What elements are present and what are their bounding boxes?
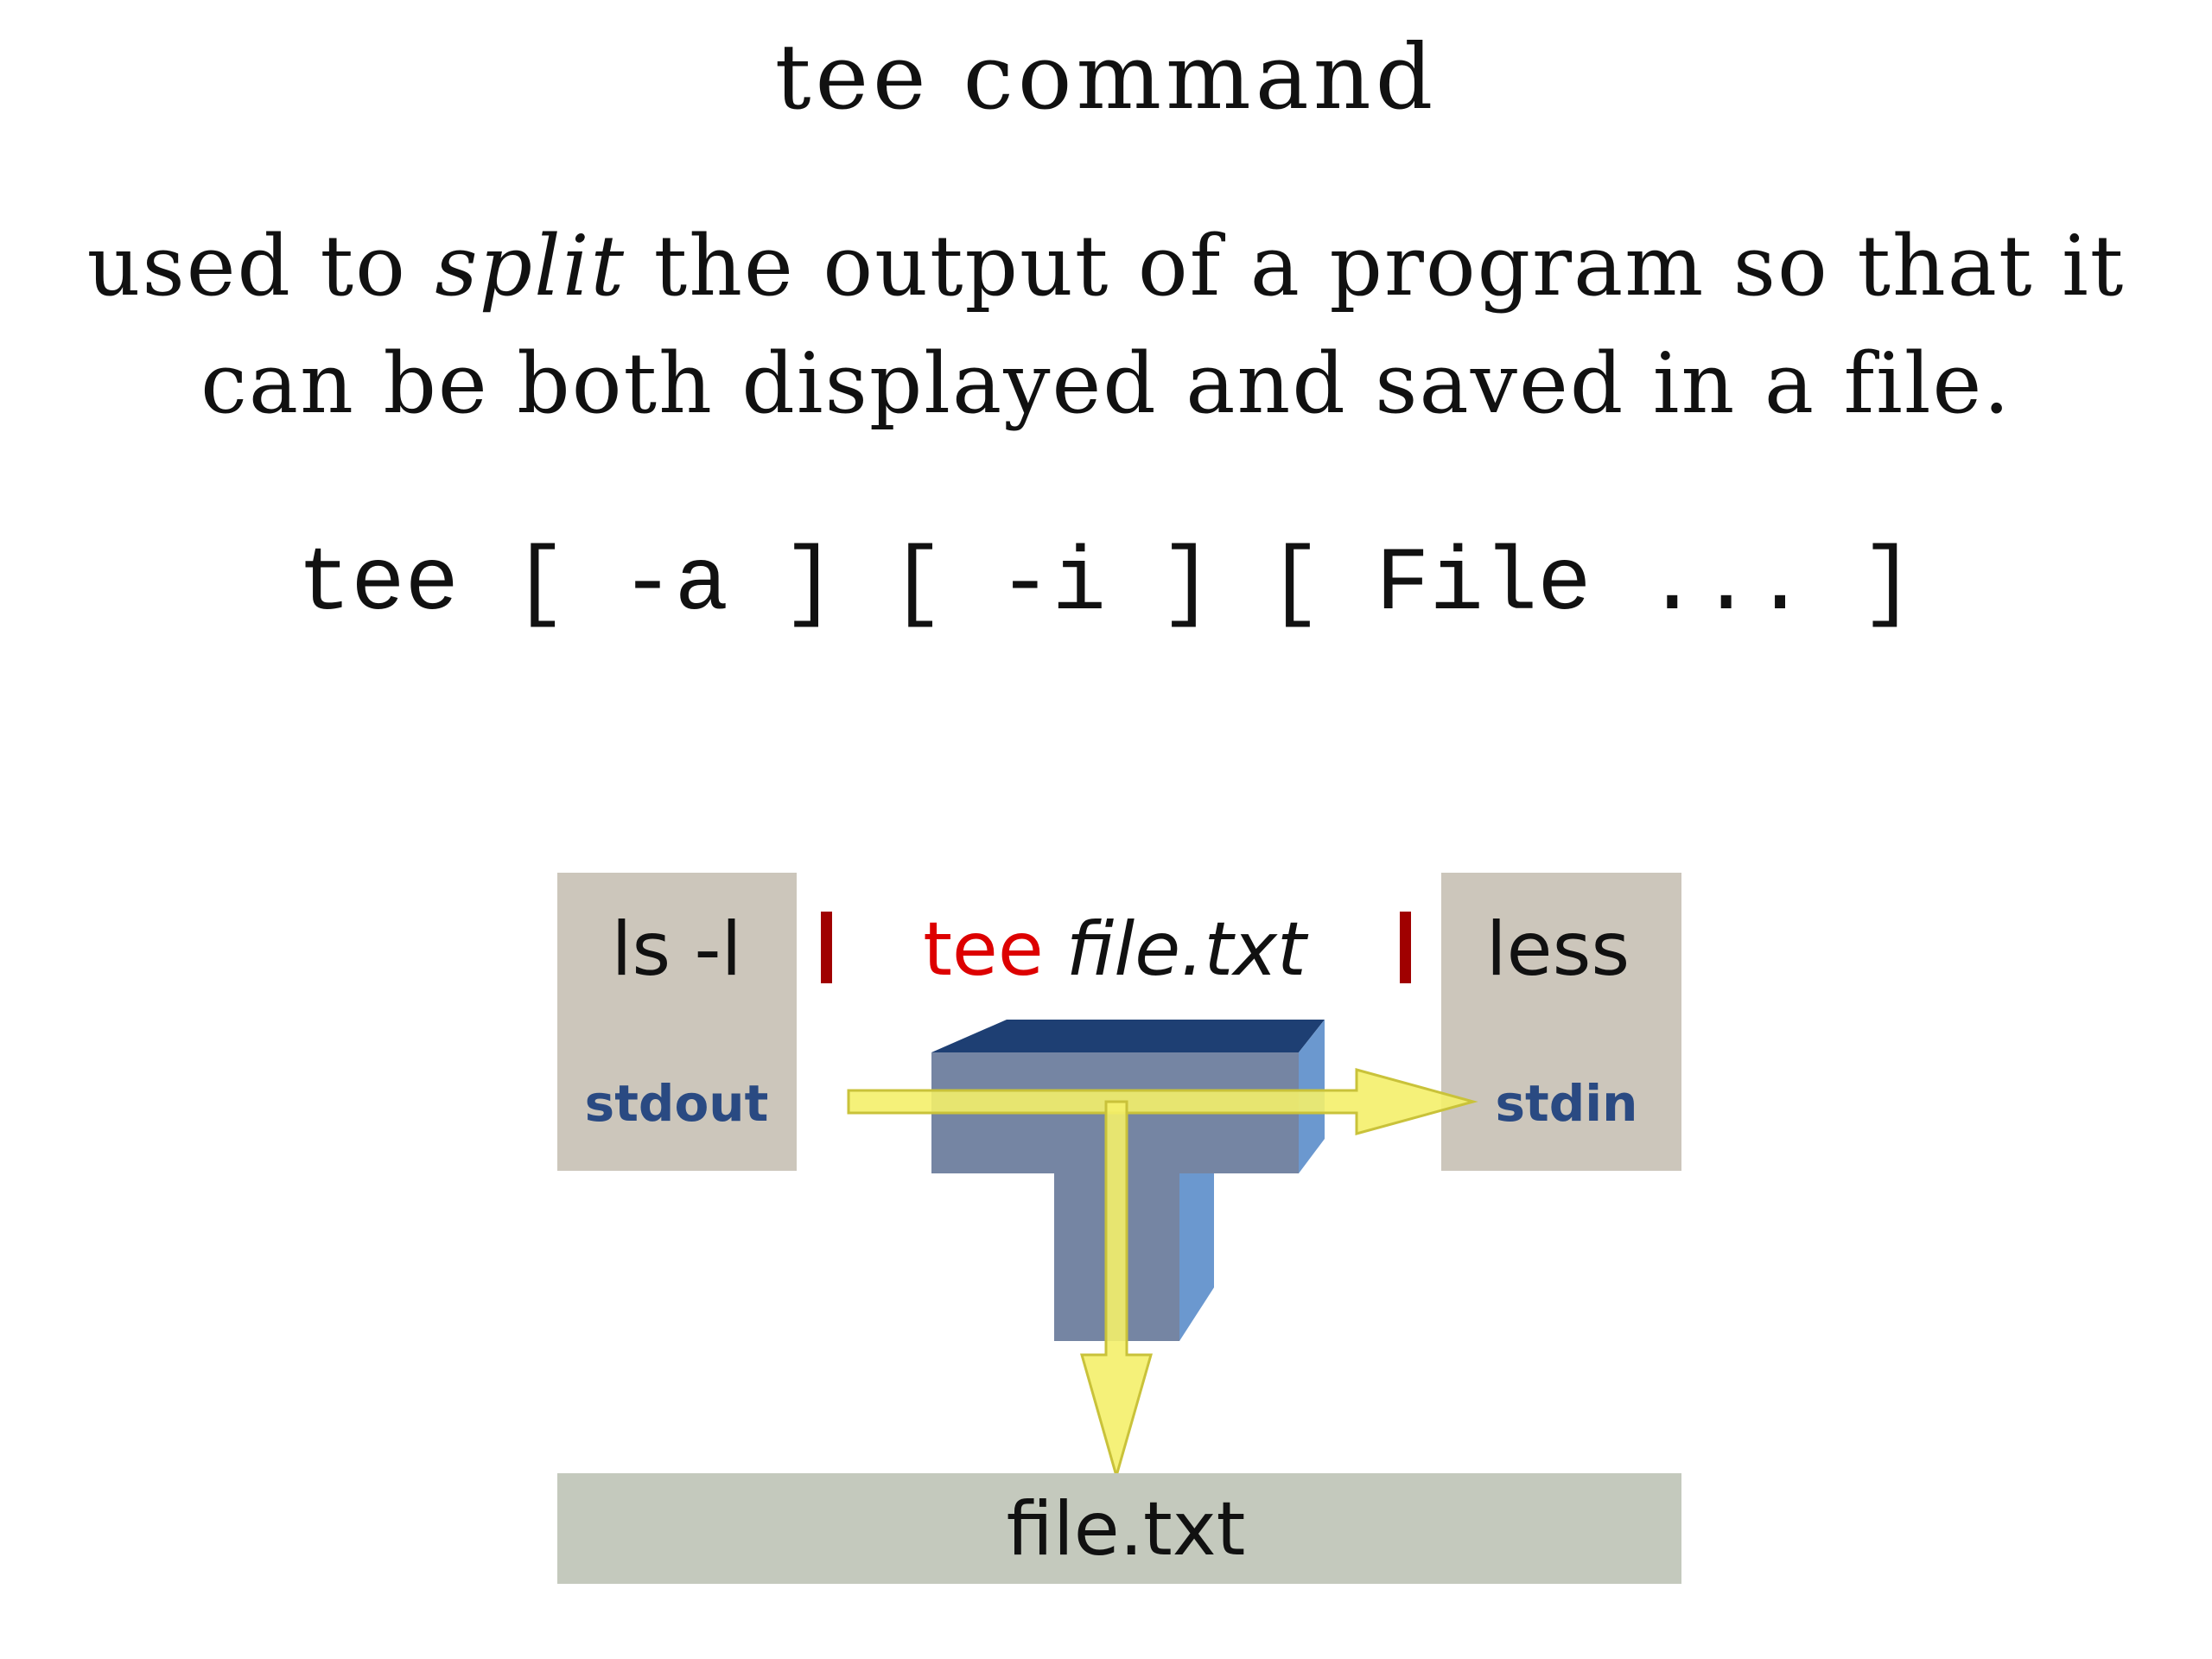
stdin-label: stdin — [1496, 1074, 1638, 1133]
ls-command-label: ls -l — [612, 906, 742, 993]
output-file-label: file.txt — [1007, 1486, 1246, 1573]
tee-file-argument: file.txt — [1066, 906, 1309, 993]
description-start: used to — [86, 218, 435, 315]
description-end: the output of a program so that it can b… — [200, 218, 2126, 432]
tee-to-file-arrow — [1080, 1100, 1153, 1481]
stdout-label: stdout — [585, 1074, 769, 1133]
tee-keyword: tee — [923, 906, 1044, 993]
ls-box — [557, 873, 797, 1171]
page-title: tee command — [774, 24, 1438, 130]
output-file-box — [557, 1473, 1681, 1584]
description-emphasis: split — [435, 218, 626, 315]
command-syntax: tee [ -a ] [ -i ] [ File ... ] — [296, 534, 1916, 636]
pipe-symbol-left — [821, 912, 832, 983]
description: used to split the output of a program so… — [52, 207, 2160, 442]
tee-command-label: tee file.txt — [923, 906, 1309, 993]
less-box — [1441, 873, 1681, 1171]
pipe-symbol-right — [1400, 912, 1411, 983]
stdout-to-stdin-arrow — [847, 1068, 1478, 1135]
tee-stem-side — [1179, 1173, 1214, 1341]
tee-top-face — [931, 1020, 1325, 1052]
less-command-label: less — [1486, 906, 1630, 993]
